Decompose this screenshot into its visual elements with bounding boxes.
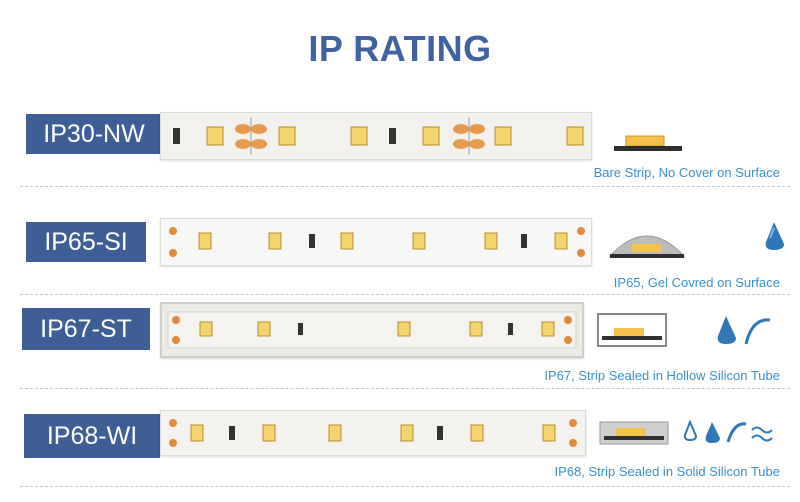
water-splash-icon (765, 222, 784, 250)
page-title: IP RATING (308, 28, 492, 69)
led-strip-solid (160, 410, 586, 456)
led-strip-solid-image (161, 411, 585, 455)
chip-5 (494, 126, 512, 146)
water-jet-icon (717, 316, 771, 345)
rating-label-ip68: IP68-WI (24, 414, 160, 458)
led-strip-gel (160, 218, 592, 266)
rating-description-ip67: IP67, Strip Sealed in Hollow Silicon Tub… (544, 368, 780, 383)
chip-6 (566, 126, 584, 146)
led-strip-tube-image (162, 304, 582, 356)
rating-description-ip30: Bare Strip, No Cover on Surface (593, 165, 780, 180)
chip-4 (422, 126, 440, 146)
rating-description-ip65: IP65, Gel Covred on Surface (613, 275, 780, 290)
led-strip-gel-image (161, 219, 591, 265)
cross-section-hollow-tube-icon (597, 313, 667, 347)
water-submersion-icon (683, 419, 773, 443)
row-divider (20, 186, 790, 187)
row-divider (20, 294, 790, 295)
led-strip-bare (160, 112, 592, 160)
rating-label-ip30: IP30-NW (26, 114, 162, 154)
rating-label-ip65: IP65-SI (26, 222, 146, 262)
rating-label-ip67: IP67-ST (22, 308, 150, 350)
chip-2 (278, 126, 296, 146)
cross-section-bare-icon (614, 135, 682, 151)
row-divider (20, 388, 790, 389)
rating-description-ip68: IP68, Strip Sealed in Solid Silicon Tube (554, 464, 780, 479)
led-strip-bare-image (161, 113, 591, 159)
led-strip-tube (160, 302, 584, 358)
chip-3 (350, 126, 368, 146)
row-divider (20, 486, 790, 487)
chip-1 (206, 126, 224, 146)
cross-section-gel-icon (608, 235, 686, 258)
cross-section-solid-tube-icon (599, 421, 669, 445)
